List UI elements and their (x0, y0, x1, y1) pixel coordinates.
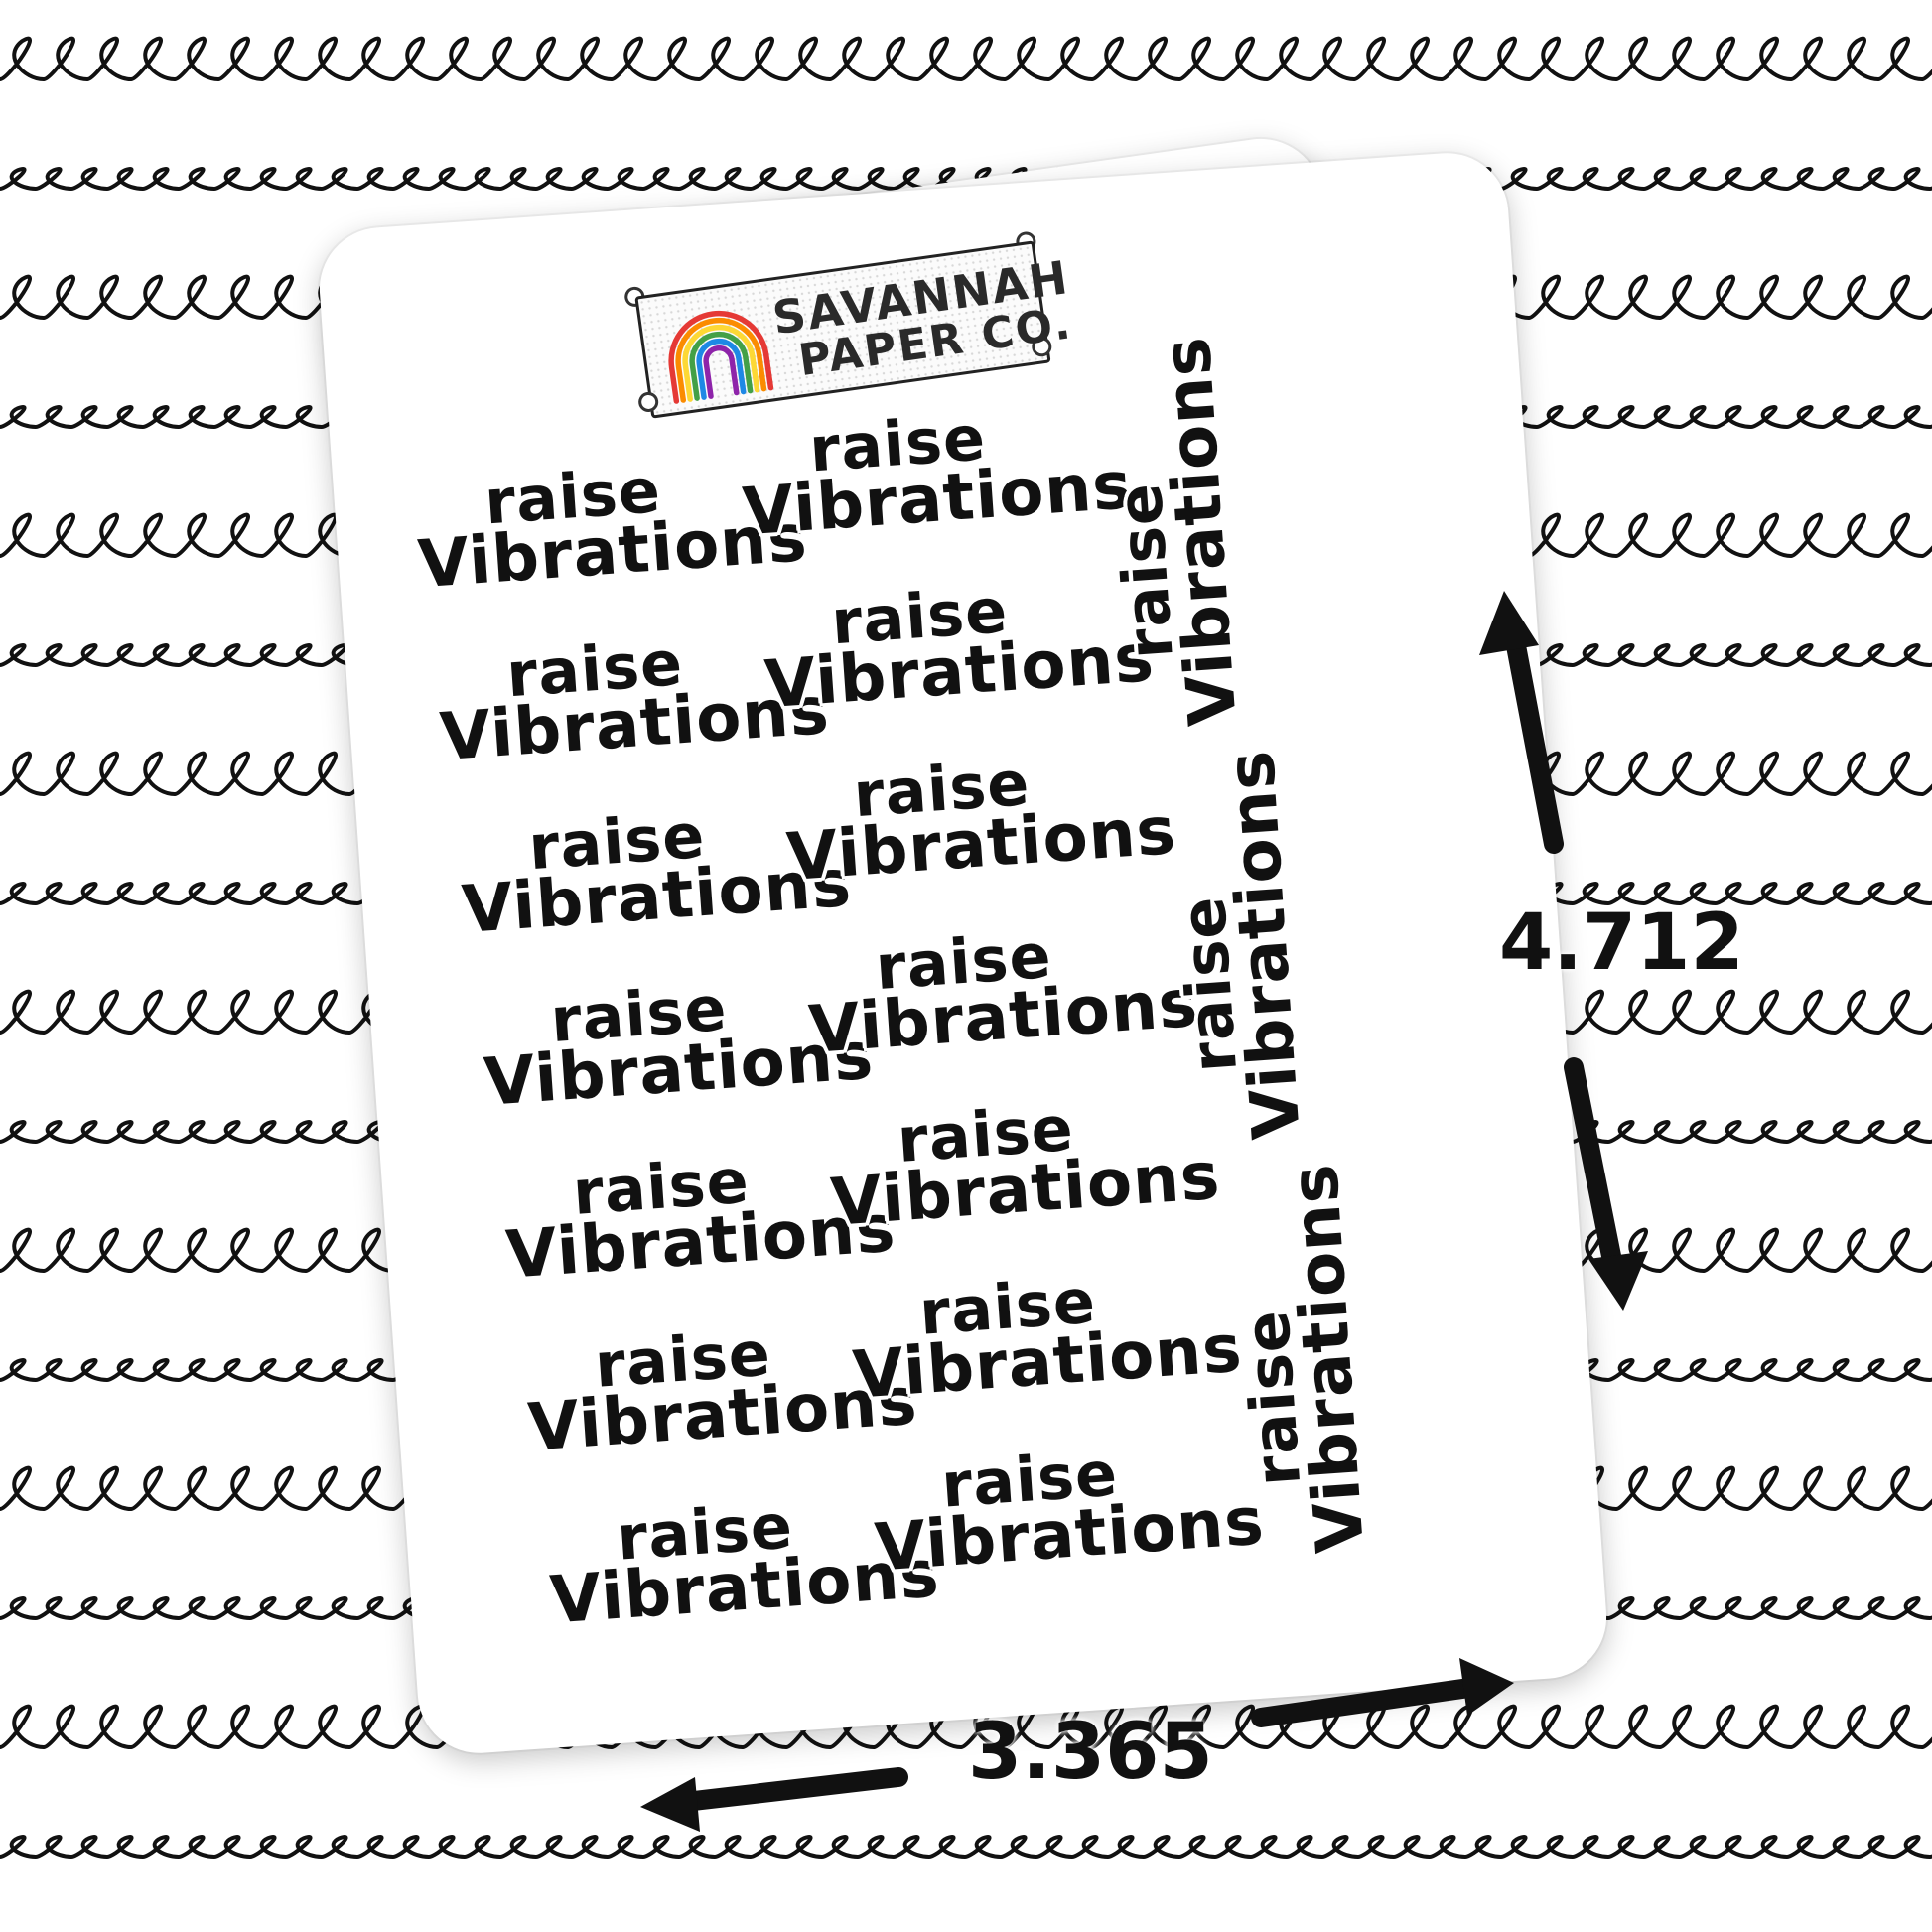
sticker-raise-vibrations-vertical: raise Vibrations (1230, 1161, 1380, 1558)
sticker-raise-vibrations-vertical: raise Vibrations (1103, 334, 1252, 731)
sticker-raise-vibrations: raise Vibrations (781, 747, 1179, 897)
rainbow-band (668, 310, 774, 404)
sticker-raise-vibrations: raise Vibrations (847, 1265, 1245, 1414)
pin-icon (636, 390, 660, 414)
sticker-word-2: Vibrations (761, 619, 1158, 724)
sticker-word-2: Vibrations (415, 499, 810, 604)
sticker-word-2: Vibrations (1211, 747, 1315, 1142)
loop-row (0, 36, 1932, 82)
sticker-raise-vibrations: raise Vibrations (457, 799, 855, 949)
loop-row (0, 166, 1932, 192)
sticker-word-2: Vibrations (740, 447, 1135, 551)
sticker-word-2: Vibrations (872, 1482, 1267, 1587)
brand-logo: SAVANNAH PAPER CO. (604, 226, 1075, 435)
sticker-raise-vibrations: raise Vibrations (522, 1317, 920, 1466)
sticker-raise-vibrations: raise Vibrations (479, 972, 877, 1121)
sticker-word-2: Vibrations (784, 791, 1179, 897)
width-dimension-label: 3.365 (968, 1708, 1213, 1797)
rainbow-band (703, 345, 740, 399)
sticker-word-2: Vibrations (525, 1362, 920, 1466)
sticker-raise-vibrations: raise Vibrations (825, 1092, 1223, 1241)
sticker-raise-vibrations: raise Vibrations (870, 1438, 1267, 1587)
sticker-word-2: Vibrations (460, 844, 855, 949)
height-dimension-label: 4.712 (1499, 898, 1744, 988)
sticker-word-2: Vibrations (806, 964, 1201, 1068)
rainbow-icon (668, 310, 774, 404)
rainbow-band (696, 338, 747, 400)
sticker-word-2: Vibrations (482, 1017, 877, 1121)
sticker-word-2: Vibrations (503, 1189, 898, 1294)
sticker-word-2: Vibrations (1148, 334, 1252, 729)
sticker-raise-vibrations: raise Vibrations (544, 1489, 942, 1639)
sticker-word-2: Vibrations (437, 671, 832, 776)
loop-row (0, 1834, 1932, 1860)
sticker-raise-vibrations: raise Vibrations (435, 626, 832, 776)
sticker-word-2: Vibrations (850, 1310, 1245, 1414)
rainbow-band (689, 331, 754, 401)
sticker-raise-vibrations: raise Vibrations (412, 454, 810, 604)
sticker-raise-vibrations-vertical: raise Vibrations (1167, 747, 1315, 1145)
sticker-word-2: Vibrations (1275, 1161, 1380, 1556)
sticker-raise-vibrations: raise Vibrations (737, 401, 1135, 551)
sticker-word-2: Vibrations (547, 1535, 942, 1639)
sticker-sheet: SAVANNAH PAPER CO. raise Vibrations rais… (315, 149, 1611, 1757)
sticker-word-2: Vibrations (828, 1137, 1223, 1241)
sticker-raise-vibrations: raise Vibrations (500, 1145, 898, 1294)
rainbow-band (682, 324, 760, 402)
rainbow-band (675, 317, 767, 403)
sticker-raise-vibrations: raise Vibrations (759, 574, 1158, 724)
sticker-raise-vibrations: raise Vibrations (803, 919, 1201, 1068)
